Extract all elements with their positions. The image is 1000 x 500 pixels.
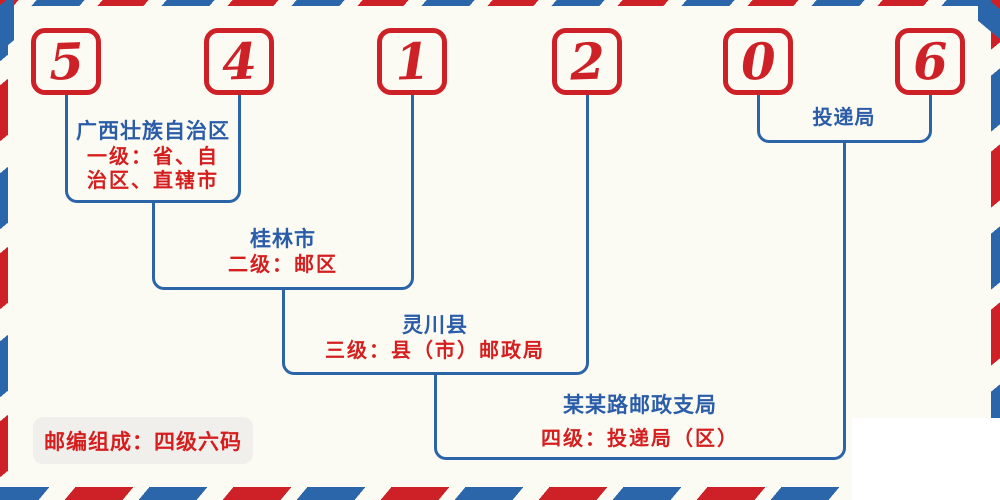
level-3-description: 三级：县（市）邮政局 (325, 340, 545, 362)
airmail-border-corner-topright (978, 0, 1000, 40)
airmail-border-left (0, 0, 8, 500)
stem-level1-to-level2 (152, 203, 155, 274)
level-1-region-name: 广西壮族自治区 (76, 120, 230, 143)
level-3-label: 灵川县 三级：县（市）邮政局 (285, 313, 585, 363)
level-2-description: 二级：邮区 (228, 254, 338, 276)
postal-digit-1: 5 (47, 30, 85, 92)
postal-digit-3: 1 (393, 30, 431, 92)
level-3-region-name: 灵川县 (402, 314, 468, 337)
stem-delivery-to-level4 (843, 143, 846, 444)
level-4-label: 某某路邮政支局 四级：投递局（区） (490, 393, 790, 451)
airmail-border-top (0, 0, 1000, 6)
airmail-border-corner-topleft (0, 0, 14, 52)
level-1-description-line1: 一级：省、自 (87, 146, 219, 168)
level-2-label: 桂林市 二级：邮区 (183, 227, 383, 277)
delivery-office-label: 投递局 (769, 105, 919, 131)
bracket-level4 (434, 444, 846, 460)
level-4-description: 四级：投递局（区） (541, 428, 739, 450)
level-4-branch-name: 某某路邮政支局 (563, 394, 717, 417)
postal-digit-2: 4 (220, 30, 258, 92)
digit-box-6: 6 (895, 28, 965, 95)
level-2-region-name: 桂林市 (250, 228, 316, 251)
bracket-level3 (282, 359, 589, 375)
bracket-delivery-office (757, 127, 932, 143)
connector-line-digit2 (238, 92, 241, 187)
connector-line-digit5 (757, 92, 760, 127)
bottom-right-white-patch (852, 418, 1000, 500)
connector-line-digit4 (586, 92, 589, 359)
digit-box-4: 2 (552, 28, 622, 95)
connector-line-digit6 (929, 92, 932, 127)
composition-note-badge: 邮编组成：四级六码 (33, 417, 253, 464)
postal-digit-4: 2 (568, 30, 606, 92)
postal-digit-6: 6 (911, 30, 949, 92)
digit-box-2: 4 (204, 28, 274, 95)
level-1-label: 广西壮族自治区 一级：省、自 治区、直辖市 (58, 119, 248, 193)
digit-box-5: 0 (723, 28, 793, 95)
stem-level3-to-level4 (434, 375, 437, 444)
bracket-level2 (152, 274, 414, 290)
postal-digit-5: 0 (739, 30, 777, 92)
connector-line-digit1 (65, 92, 68, 187)
airmail-border-bottom (0, 487, 1000, 500)
digit-box-1: 5 (31, 28, 101, 95)
bracket-level1 (65, 187, 241, 203)
level-1-description-line2: 治区、直辖市 (87, 170, 219, 192)
digit-box-3: 1 (377, 28, 447, 95)
stem-level2-to-level3 (282, 290, 285, 359)
composition-note-text: 邮编组成：四级六码 (44, 430, 242, 454)
connector-line-digit3 (411, 92, 414, 274)
delivery-office-text: 投递局 (812, 107, 876, 129)
